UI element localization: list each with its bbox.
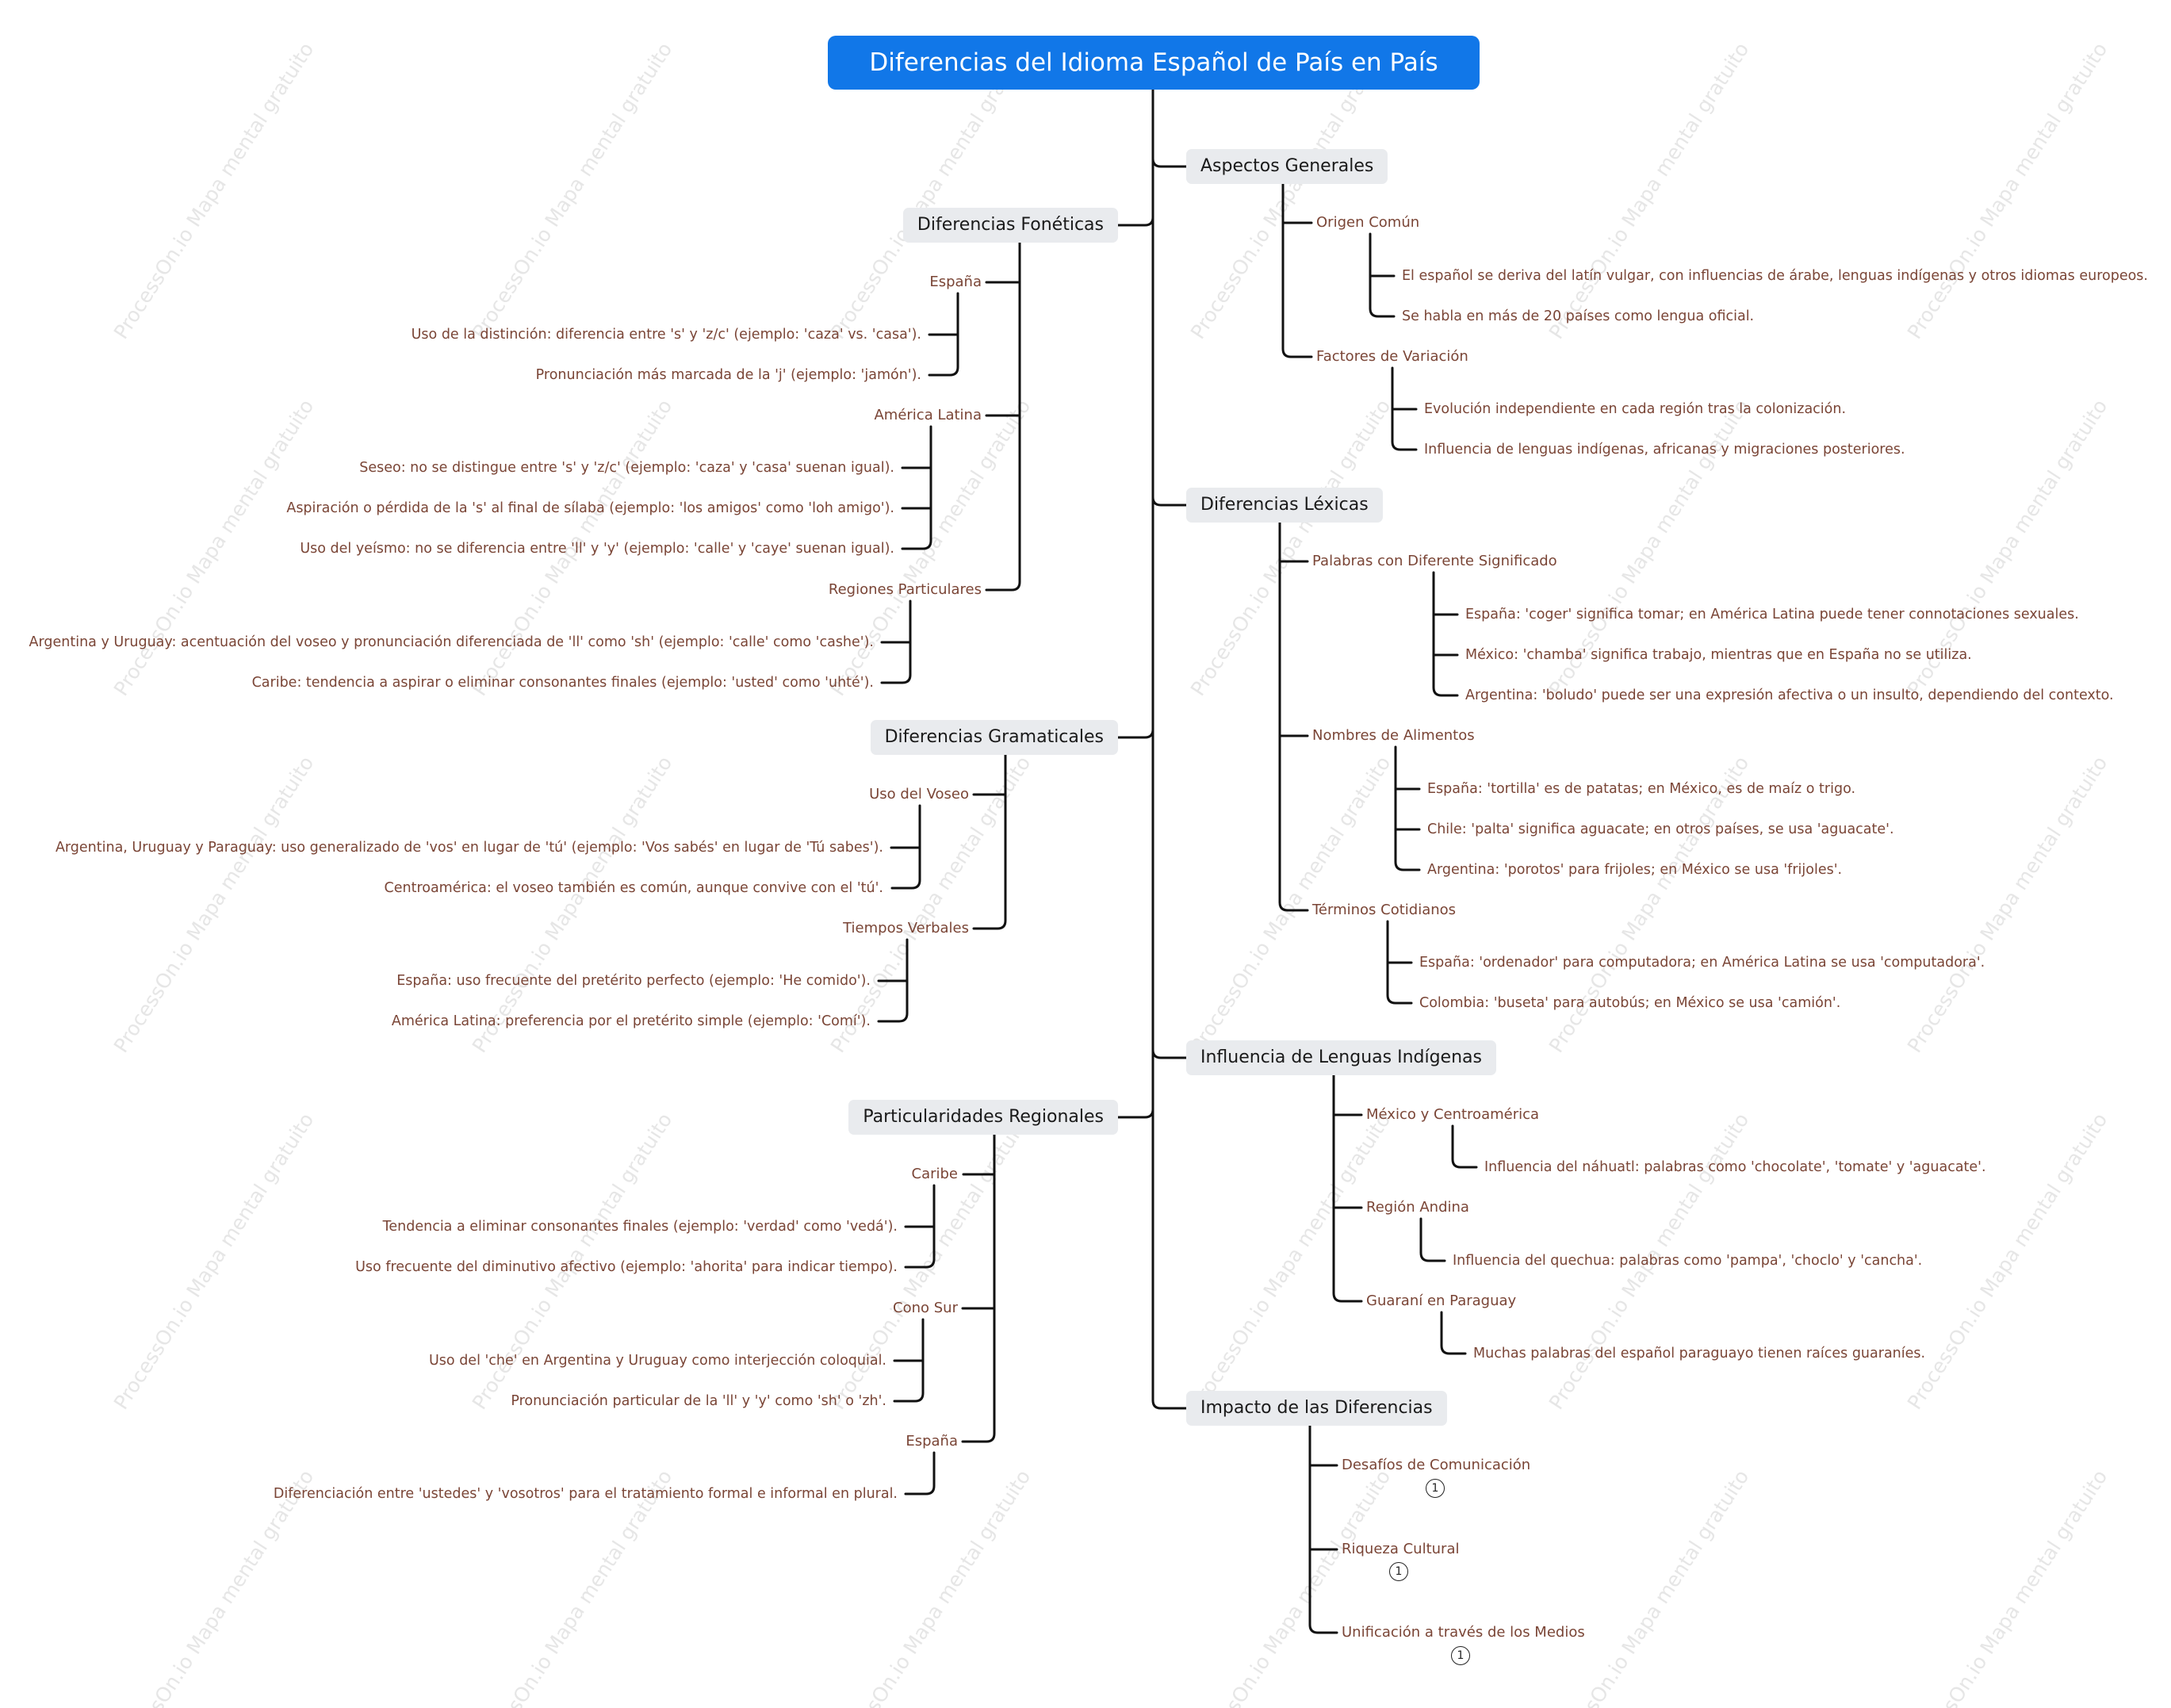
branch-aspectos-generales[interactable]: Aspectos Generales: [1186, 149, 1388, 184]
connector: [1151, 1048, 1188, 1059]
connector: [904, 1451, 936, 1495]
connector: [1151, 496, 1188, 507]
leaf-text: El español se deriva del latín vulgar, c…: [1402, 268, 2148, 284]
branch-impacto-de-las-diferencias[interactable]: Impacto de las Diferencias: [1186, 1391, 1447, 1426]
leaf-text: Uso del yeísmo: no se diferencia entre '…: [300, 541, 894, 557]
leaf-text: México: 'chamba' significa trabajo, mien…: [1465, 647, 1972, 663]
leaf-text: Uso del 'che' en Argentina y Uruguay com…: [429, 1353, 886, 1369]
leaf-text: Seseo: no se distingue entre 's' y 'z/c'…: [359, 460, 894, 476]
leaf-text: Argentina: 'porotos' para frijoles; en M…: [1427, 862, 1843, 878]
subtopic-regiones-particulares[interactable]: Regiones Particulares: [828, 581, 982, 598]
leaf-text: Colombia: 'buseta' para autobús; en Méxi…: [1419, 995, 1841, 1011]
subtopic-palabras-con-diferente-significado[interactable]: Palabras con Diferente Significado: [1312, 553, 1557, 569]
leaf-text: Uso de la distinción: diferencia entre '…: [411, 327, 921, 343]
connector: [1116, 216, 1154, 227]
leaf-text: Se habla en más de 20 países como lengua…: [1402, 308, 1755, 324]
connector: [972, 753, 1007, 930]
subtopic-region-andina[interactable]: Región Andina: [1366, 1199, 1469, 1216]
connector: [1332, 1074, 1363, 1303]
branch-diferencias-foneticas[interactable]: Diferencias Fonéticas: [902, 208, 1118, 243]
leaf-text: Uso frecuente del diminutivo afectivo (e…: [355, 1259, 898, 1275]
leaf-text: Influencia del quechua: palabras como 'p…: [1453, 1253, 1923, 1269]
leaf-text: Caribe: tendencia a aspirar o eliminar c…: [251, 675, 874, 691]
connector: [901, 425, 932, 550]
connector: [1151, 157, 1188, 168]
count-badge[interactable]: 1: [1451, 1646, 1470, 1665]
connector: [1386, 920, 1413, 1005]
connector: [893, 1318, 925, 1403]
leaf-text: Diferenciación entre 'ustedes' y 'vosotr…: [273, 1486, 898, 1502]
connector: [1281, 182, 1313, 358]
connector: [985, 241, 1021, 592]
leaf-text: España: 'ordenador' para computadora; en…: [1419, 955, 1985, 971]
leaf-text: Evolución independiente en cada región t…: [1424, 401, 1847, 417]
subtopic-origen-comun[interactable]: Origen Común: [1316, 214, 1420, 231]
subtopic-nombres-de-alimentos[interactable]: Nombres de Alimentos: [1312, 727, 1475, 744]
leaf-text: Influencia del náhuatl: palabras como 'c…: [1484, 1159, 1986, 1175]
leaf-text: Argentina: 'boludo' puede ser una expres…: [1465, 687, 2114, 703]
subtopic-desafios-de-comunicacion[interactable]: Desafíos de Comunicación: [1342, 1457, 1531, 1473]
connector: [1440, 1311, 1467, 1355]
branch-particularidades-regionales[interactable]: Particularidades Regionales: [848, 1100, 1118, 1135]
connector: [1419, 1217, 1446, 1262]
leaf-text: América Latina: preferencia por el preté…: [391, 1013, 871, 1029]
subtopic-espana[interactable]: España: [929, 274, 982, 290]
connector: [1432, 571, 1459, 697]
leaf-text: Chile: 'palta' significa aguacate; en ot…: [1427, 821, 1894, 837]
branch-diferencias-lexicas[interactable]: Diferencias Léxicas: [1186, 488, 1383, 523]
count-badge[interactable]: 1: [1426, 1479, 1445, 1498]
subtopic-cono-sur[interactable]: Cono Sur: [893, 1300, 958, 1316]
connector: [1391, 366, 1418, 451]
connector: [1116, 728, 1154, 739]
subtopic-unificacion-a-traves-de-los-medios[interactable]: Unificación a través de los Medios: [1342, 1624, 1585, 1641]
subtopic-guarani-en-paraguay[interactable]: Guaraní en Paraguay: [1366, 1292, 1517, 1309]
subtopic-tiempos-verbales[interactable]: Tiempos Verbales: [843, 920, 969, 936]
subtopic-terminos-cotidianos[interactable]: Términos Cotidianos: [1312, 902, 1457, 918]
subtopic-uso-del-voseo[interactable]: Uso del Voseo: [869, 786, 969, 802]
leaf-text: Aspiración o pérdida de la 's' al final …: [286, 500, 894, 516]
connector: [877, 938, 909, 1023]
connector: [1369, 232, 1396, 318]
subtopic-factores-de-variacion[interactable]: Factores de Variación: [1316, 348, 1468, 365]
leaf-text: Centroamérica: el voseo también es común…: [384, 880, 884, 896]
subtopic-espana[interactable]: España: [906, 1433, 958, 1450]
subtopic-america-latina[interactable]: América Latina: [874, 407, 982, 423]
count-badge[interactable]: 1: [1389, 1562, 1408, 1581]
connector: [1151, 88, 1188, 1410]
connector: [928, 292, 959, 377]
root-topic[interactable]: Diferencias del Idioma Español de País e…: [828, 36, 1480, 90]
leaf-text: Pronunciación más marcada de la 'j' (eje…: [535, 367, 921, 383]
connector: [1394, 745, 1421, 871]
connector: [904, 1184, 936, 1269]
leaf-text: Argentina, Uruguay y Paraguay: uso gener…: [55, 840, 883, 856]
leaf-text: España: 'tortilla' es de patatas; en Méx…: [1427, 781, 1856, 797]
leaf-text: Muchas palabras del español paraguayo ti…: [1473, 1346, 1926, 1361]
branch-influencia-de-lenguas-indigenas[interactable]: Influencia de Lenguas Indígenas: [1186, 1040, 1496, 1075]
subtopic-mexico-y-centroamerica[interactable]: México y Centroamérica: [1366, 1106, 1540, 1123]
leaf-text: Tendencia a eliminar consonantes finales…: [382, 1219, 898, 1235]
leaf-text: Pronunciación particular de la 'll' y 'y…: [511, 1393, 886, 1409]
connector: [1451, 1124, 1478, 1169]
connector: [1308, 1424, 1338, 1634]
subtopic-riqueza-cultural[interactable]: Riqueza Cultural: [1342, 1541, 1460, 1557]
leaf-text: Argentina y Uruguay: acentuación del vos…: [29, 634, 874, 650]
branch-diferencias-gramaticales[interactable]: Diferencias Gramaticales: [870, 720, 1118, 755]
leaf-text: Influencia de lenguas indígenas, african…: [1424, 442, 1905, 458]
leaf-text: España: 'coger' significa tomar; en Amér…: [1465, 607, 2079, 622]
connector: [880, 599, 912, 684]
subtopic-caribe[interactable]: Caribe: [911, 1166, 959, 1182]
connector: [1116, 1108, 1154, 1119]
leaf-text: España: uso frecuente del pretérito perf…: [396, 973, 871, 989]
connector: [1278, 521, 1309, 912]
connector: [961, 1133, 996, 1443]
connector: [890, 804, 921, 890]
